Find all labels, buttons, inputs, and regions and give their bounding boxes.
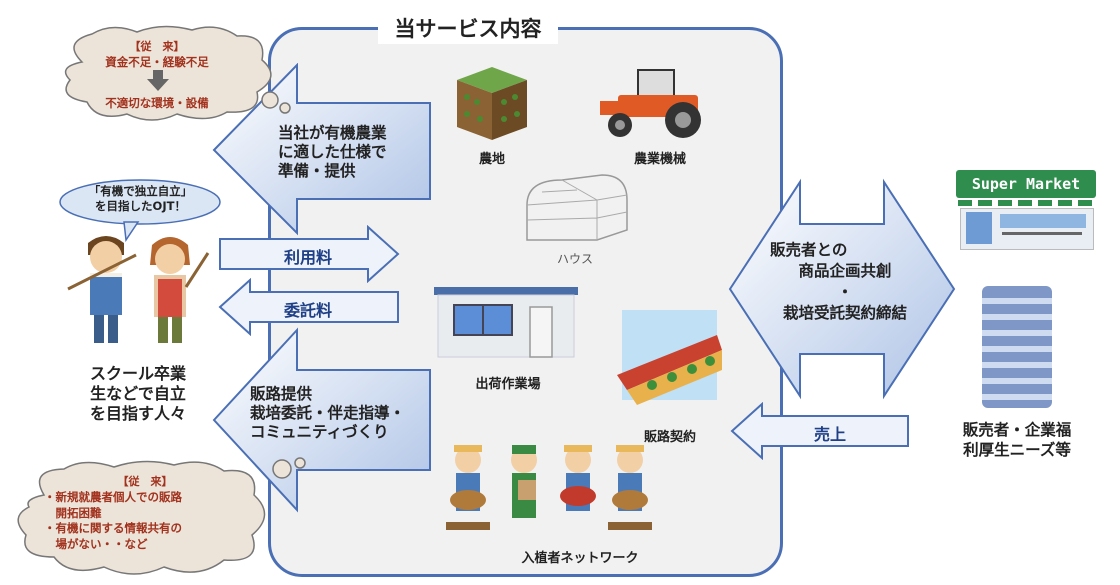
support-line-3: コミュニティづくり (250, 423, 389, 441)
usage-fee-arrow (219, 225, 400, 283)
sales-arrow (730, 402, 909, 460)
cloud-bottom-line-4: 場がない・・など (44, 536, 148, 551)
greenhouse-illustration (526, 174, 628, 241)
supermarket-sign: Super Market (956, 170, 1096, 198)
cocreation-line-4: 栽培受託契約締結 (782, 304, 907, 322)
supermarket-illustration: Super Market (956, 170, 1096, 250)
office-building-illustration (982, 286, 1052, 408)
cocreation-line-1: 販売者との (770, 241, 848, 259)
shipping-label: 出荷作業場 (475, 377, 541, 392)
cloud-top-title: 【従 来】 (129, 40, 185, 53)
shipping-building-illustration (434, 287, 578, 358)
farmland-label: 農地 (478, 152, 505, 167)
market-stall-illustration (617, 310, 722, 405)
speech-bubble-shape (59, 179, 221, 243)
machinery-label: 農業機械 (633, 152, 686, 167)
service-offer-text: 当社が有機農業 に適した仕様で 準備・提供 (278, 124, 428, 181)
support-line-2: 栽培委託・伴走指導・ (250, 404, 406, 422)
support-text: 販路提供 栽培委託・伴走指導・ コミュニティづくり (250, 385, 430, 442)
speech-line-1: 「有機で独立自立」 (88, 184, 193, 198)
cloud-bottom-title: 【従 来】 (117, 475, 173, 488)
sales-label: 売上 (813, 425, 846, 444)
cloud-bottom-line-3: ・有機に関する情報共有の (44, 521, 182, 535)
cloud-top-line1: 資金不足・経験不足 (105, 55, 209, 69)
cocreation-line-2: 商品企画共創 (798, 262, 892, 280)
support-line-1: 販路提供 (250, 385, 313, 403)
people-caption: スクール卒業 生などで自立 を目指す人々 (68, 364, 208, 424)
two-farmers-illustration (67, 236, 210, 343)
cocreation-double-arrow (728, 178, 956, 400)
cloud-bottom-line-1: ・新規就農者個人での販路 (44, 490, 182, 504)
buyers-caption: 販売者・企業福 利厚生ニーズ等 (942, 420, 1092, 460)
cocreation-text: 販売者との 商品企画共創 ・ 栽培受託契約締結 (770, 240, 920, 324)
offer-line-1: 当社が有機農業 (278, 124, 387, 142)
speech-line-2: を目指したOJT！ (95, 199, 186, 213)
offer-line-2: に適した仕様で (278, 143, 387, 161)
people-caption-line-3: を目指す人々 (89, 404, 186, 423)
commission-fee-label: 委託料 (283, 301, 332, 320)
sales-contract-label: 販路契約 (643, 430, 696, 445)
down-arrow-icon (147, 70, 169, 91)
farmland-illustration (457, 67, 527, 140)
commission-fee-arrow (218, 278, 399, 336)
speech-text: 「有機で独立自立」 を目指したOJT！ (68, 184, 213, 214)
farmer-network-illustration (446, 445, 652, 530)
usage-fee-label: 利用料 (283, 248, 332, 267)
people-caption-line-1: スクール卒業 (89, 364, 186, 383)
offer-line-3: 準備・提供 (278, 162, 356, 180)
cloud-top-shape (64, 25, 291, 121)
cloud-bottom-body: ・新規就農者個人での販路 開拓困難 ・有機に関する情報共有の 場がない・・など (44, 490, 249, 552)
tractor-illustration (600, 69, 701, 138)
buyers-caption-line-2: 利厚生ニーズ等 (963, 441, 1071, 459)
cloud-top-line2: 不適切な環境・設備 (105, 96, 209, 110)
cloud-bottom-shape (17, 457, 306, 575)
cocreation-line-3: ・ (837, 283, 853, 301)
people-caption-line-2: 生などで自立 (90, 384, 186, 403)
buyers-caption-line-1: 販売者・企業福 (962, 421, 1072, 439)
network-label: 入植者ネットワーク (521, 551, 639, 566)
support-arrow (212, 327, 431, 513)
house-label: ハウス (556, 252, 593, 266)
service-title: 当サービス内容 (378, 14, 558, 44)
cloud-bottom-line-2: 開拓困難 (44, 505, 102, 520)
